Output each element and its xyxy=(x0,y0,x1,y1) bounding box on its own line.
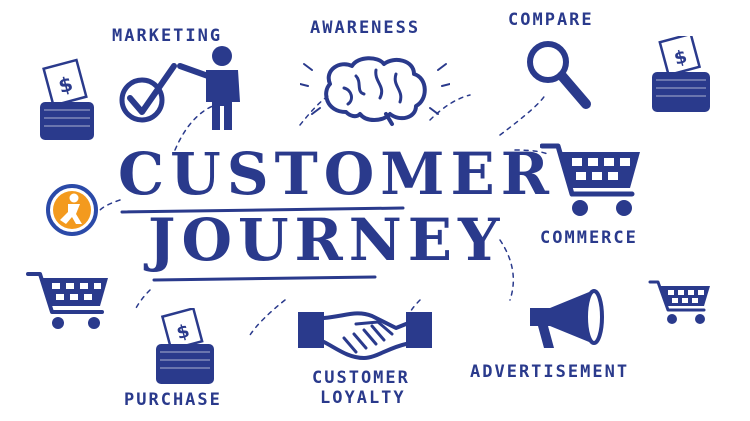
checkmark-person-icon xyxy=(119,46,240,130)
shopping-cart-icon xyxy=(540,143,640,216)
wallet-dollar-icon: $ xyxy=(652,36,710,112)
label-awareness: AWARENESS xyxy=(310,18,421,38)
wallet-dollar-icon: $ xyxy=(156,308,214,384)
title-underline xyxy=(120,206,405,214)
label-compare: COMPARE xyxy=(508,10,594,30)
handshake-icon xyxy=(298,311,432,360)
shopping-cart-icon xyxy=(648,280,710,324)
wallet-dollar-icon: $ xyxy=(40,58,94,140)
brain-rays xyxy=(300,63,450,115)
title-underline-2 xyxy=(152,275,377,282)
label-customer-loyalty-2: LOYALTY xyxy=(320,388,406,408)
label-purchase: PURCHASE xyxy=(124,390,222,410)
svg-text:$: $ xyxy=(174,321,192,345)
label-customer-loyalty-1: CUSTOMER xyxy=(312,368,410,388)
label-commerce: COMMERCE xyxy=(540,228,638,248)
label-marketing: MARKETING xyxy=(112,26,223,46)
label-advertisement: ADVERTISEMENT xyxy=(470,362,630,382)
shopping-cart-icon xyxy=(26,272,108,329)
title-line-1: CUSTOMER xyxy=(118,140,555,208)
logo-icon xyxy=(46,184,98,236)
svg-text:$: $ xyxy=(56,71,76,98)
magnifier-icon xyxy=(527,41,591,109)
svg-text:$: $ xyxy=(672,46,690,70)
brain-icon xyxy=(324,56,427,126)
title-line-2: JOURNEY xyxy=(148,206,506,274)
megaphone-icon xyxy=(530,289,604,348)
